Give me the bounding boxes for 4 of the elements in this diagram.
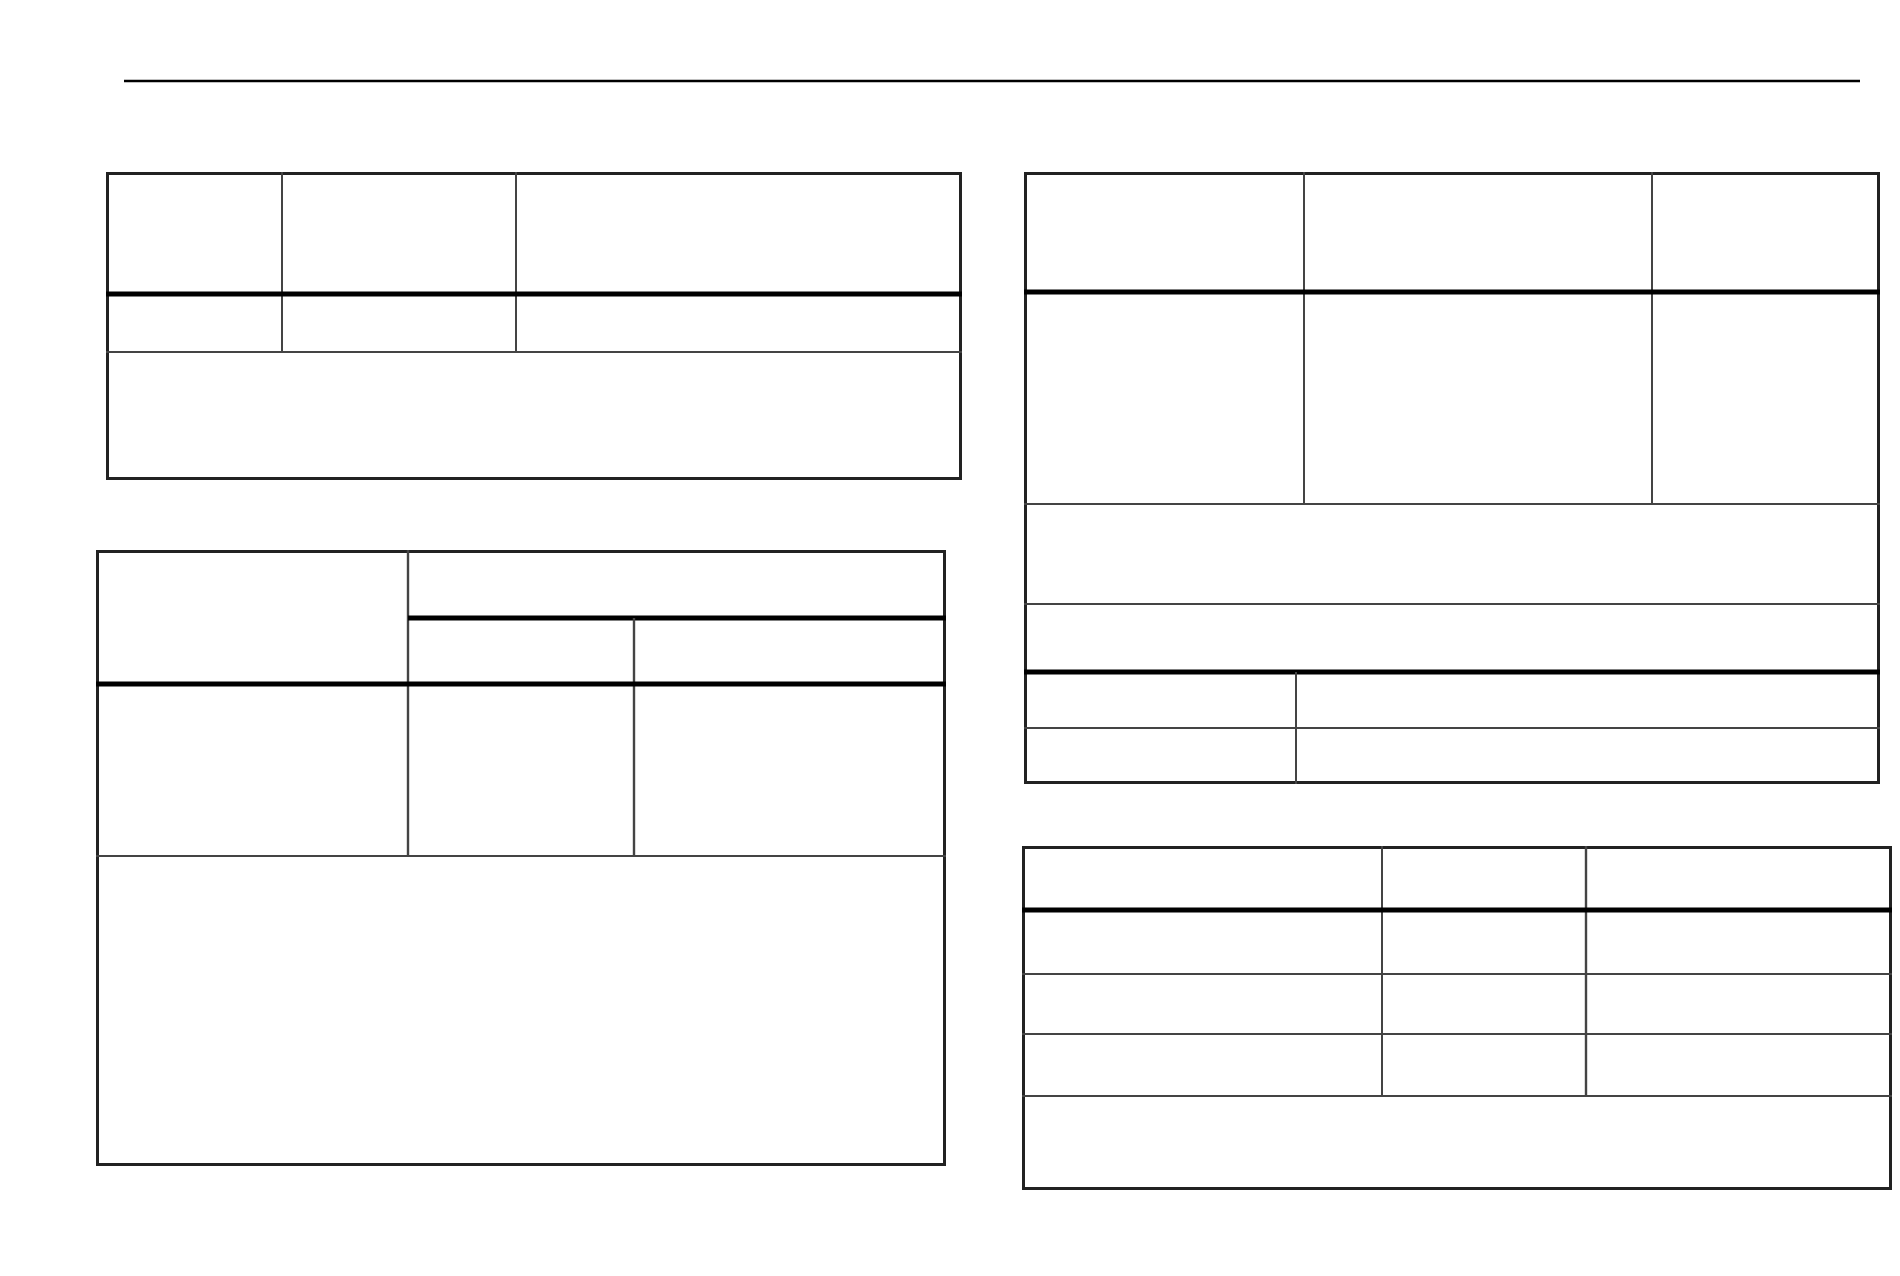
empty-table <box>1022 846 1892 1190</box>
empty-table <box>106 172 962 480</box>
empty-table <box>96 550 946 1166</box>
empty-table <box>1024 172 1880 784</box>
